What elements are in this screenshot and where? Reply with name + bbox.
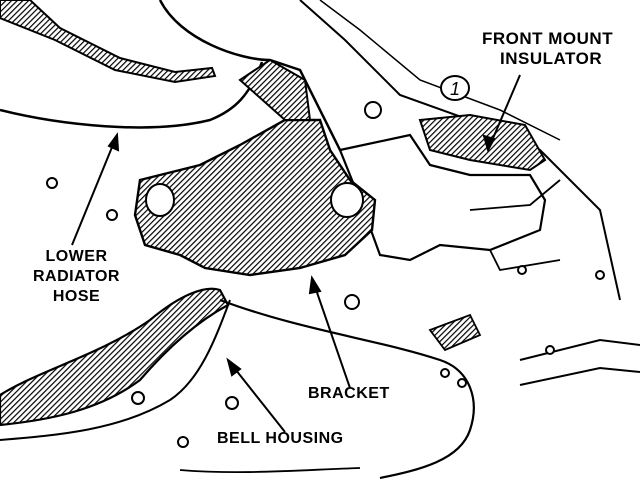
- front-mount-insulator: [418, 113, 547, 172]
- callout-number: 1: [450, 79, 460, 99]
- bolt-icon: [177, 436, 189, 448]
- leader-lower-hose: [71, 134, 118, 246]
- arrow-front-mount: [482, 134, 496, 153]
- engine-bracket: [133, 118, 377, 277]
- bolt-icon: [440, 368, 450, 378]
- bolt-icon: [364, 101, 382, 119]
- insulator-bracket: [338, 133, 547, 262]
- insulator-bracket-detail: [469, 179, 561, 271]
- bracket-hole-right: [330, 182, 364, 218]
- bolt-icon: [517, 265, 527, 275]
- label-line: LOWER: [45, 248, 108, 265]
- hose-lower-outline: [0, 299, 231, 441]
- bolt-icon: [545, 345, 555, 355]
- leader-front-mount: [487, 74, 521, 151]
- crossmember: [519, 338, 640, 386]
- label-bracket: BRACKET: [308, 385, 390, 402]
- bolt-icon: [225, 396, 239, 410]
- bolt-icon: [131, 391, 145, 405]
- bolt-icon: [595, 270, 605, 280]
- label-lower-radiator-hose: LOWER RADIATOR HOSE: [33, 247, 120, 307]
- callout-circle: [440, 75, 470, 101]
- label-line: RADIATOR: [33, 268, 120, 285]
- label-line: FRONT MOUNT: [482, 29, 614, 48]
- arrow-bell-housing: [226, 357, 242, 377]
- label-line: HOSE: [52, 288, 101, 305]
- bolt-icon: [344, 294, 360, 310]
- bell-housing-outline-2: [179, 467, 361, 474]
- frame-rail-inner: [319, 0, 561, 141]
- arrow-bracket: [308, 275, 322, 295]
- bolt-icon: [46, 177, 58, 189]
- label-bell-housing: BELL HOUSING: [217, 430, 344, 447]
- hose-outline: [0, 61, 264, 129]
- leader-bracket: [311, 277, 351, 389]
- upper-hose-shading: [0, 0, 217, 84]
- bolts: [46, 101, 605, 448]
- bolt-icon: [457, 378, 467, 388]
- label-line: INSULATOR: [500, 49, 603, 68]
- arrow-lower-hose: [107, 132, 120, 152]
- bracket-hole-left: [145, 183, 175, 217]
- crossmember-shading: [428, 313, 482, 352]
- bolt-icon: [106, 209, 118, 221]
- bracket-upper-arm: [238, 58, 312, 121]
- bell-housing-outline: [219, 298, 475, 480]
- label-front-mount-insulator: FRONT MOUNT INSULATOR: [482, 29, 613, 69]
- lower-radiator-hose-shading: [0, 287, 230, 427]
- leader-lines: [71, 74, 521, 433]
